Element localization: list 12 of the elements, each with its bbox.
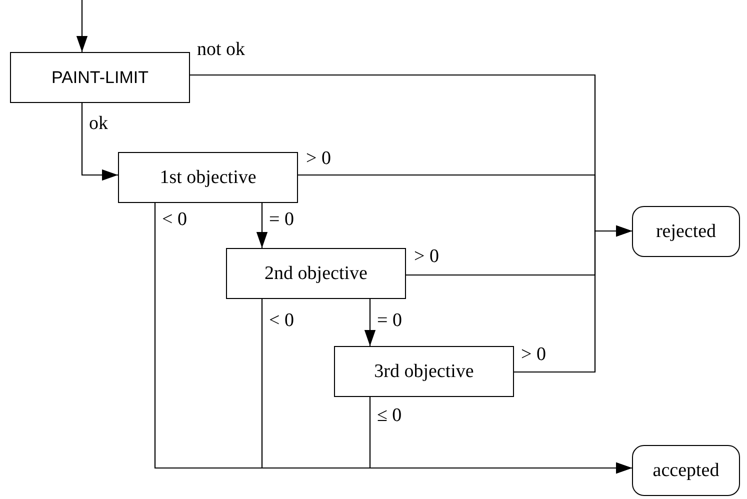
process-box: 2nd objective — [226, 248, 406, 299]
process-box: 1st objective — [118, 152, 298, 203]
process-box: 3rd objective — [334, 346, 514, 397]
arrow — [514, 225, 632, 373]
process-box: PAINT-LIMIT — [10, 52, 190, 103]
arrow — [364, 299, 376, 346]
arrow — [369, 397, 632, 474]
arrow — [256, 203, 268, 248]
arrow — [81, 103, 118, 181]
terminal-box: accepted — [632, 445, 740, 496]
terminal-box: rejected — [632, 206, 740, 257]
arrow — [76, 0, 88, 52]
